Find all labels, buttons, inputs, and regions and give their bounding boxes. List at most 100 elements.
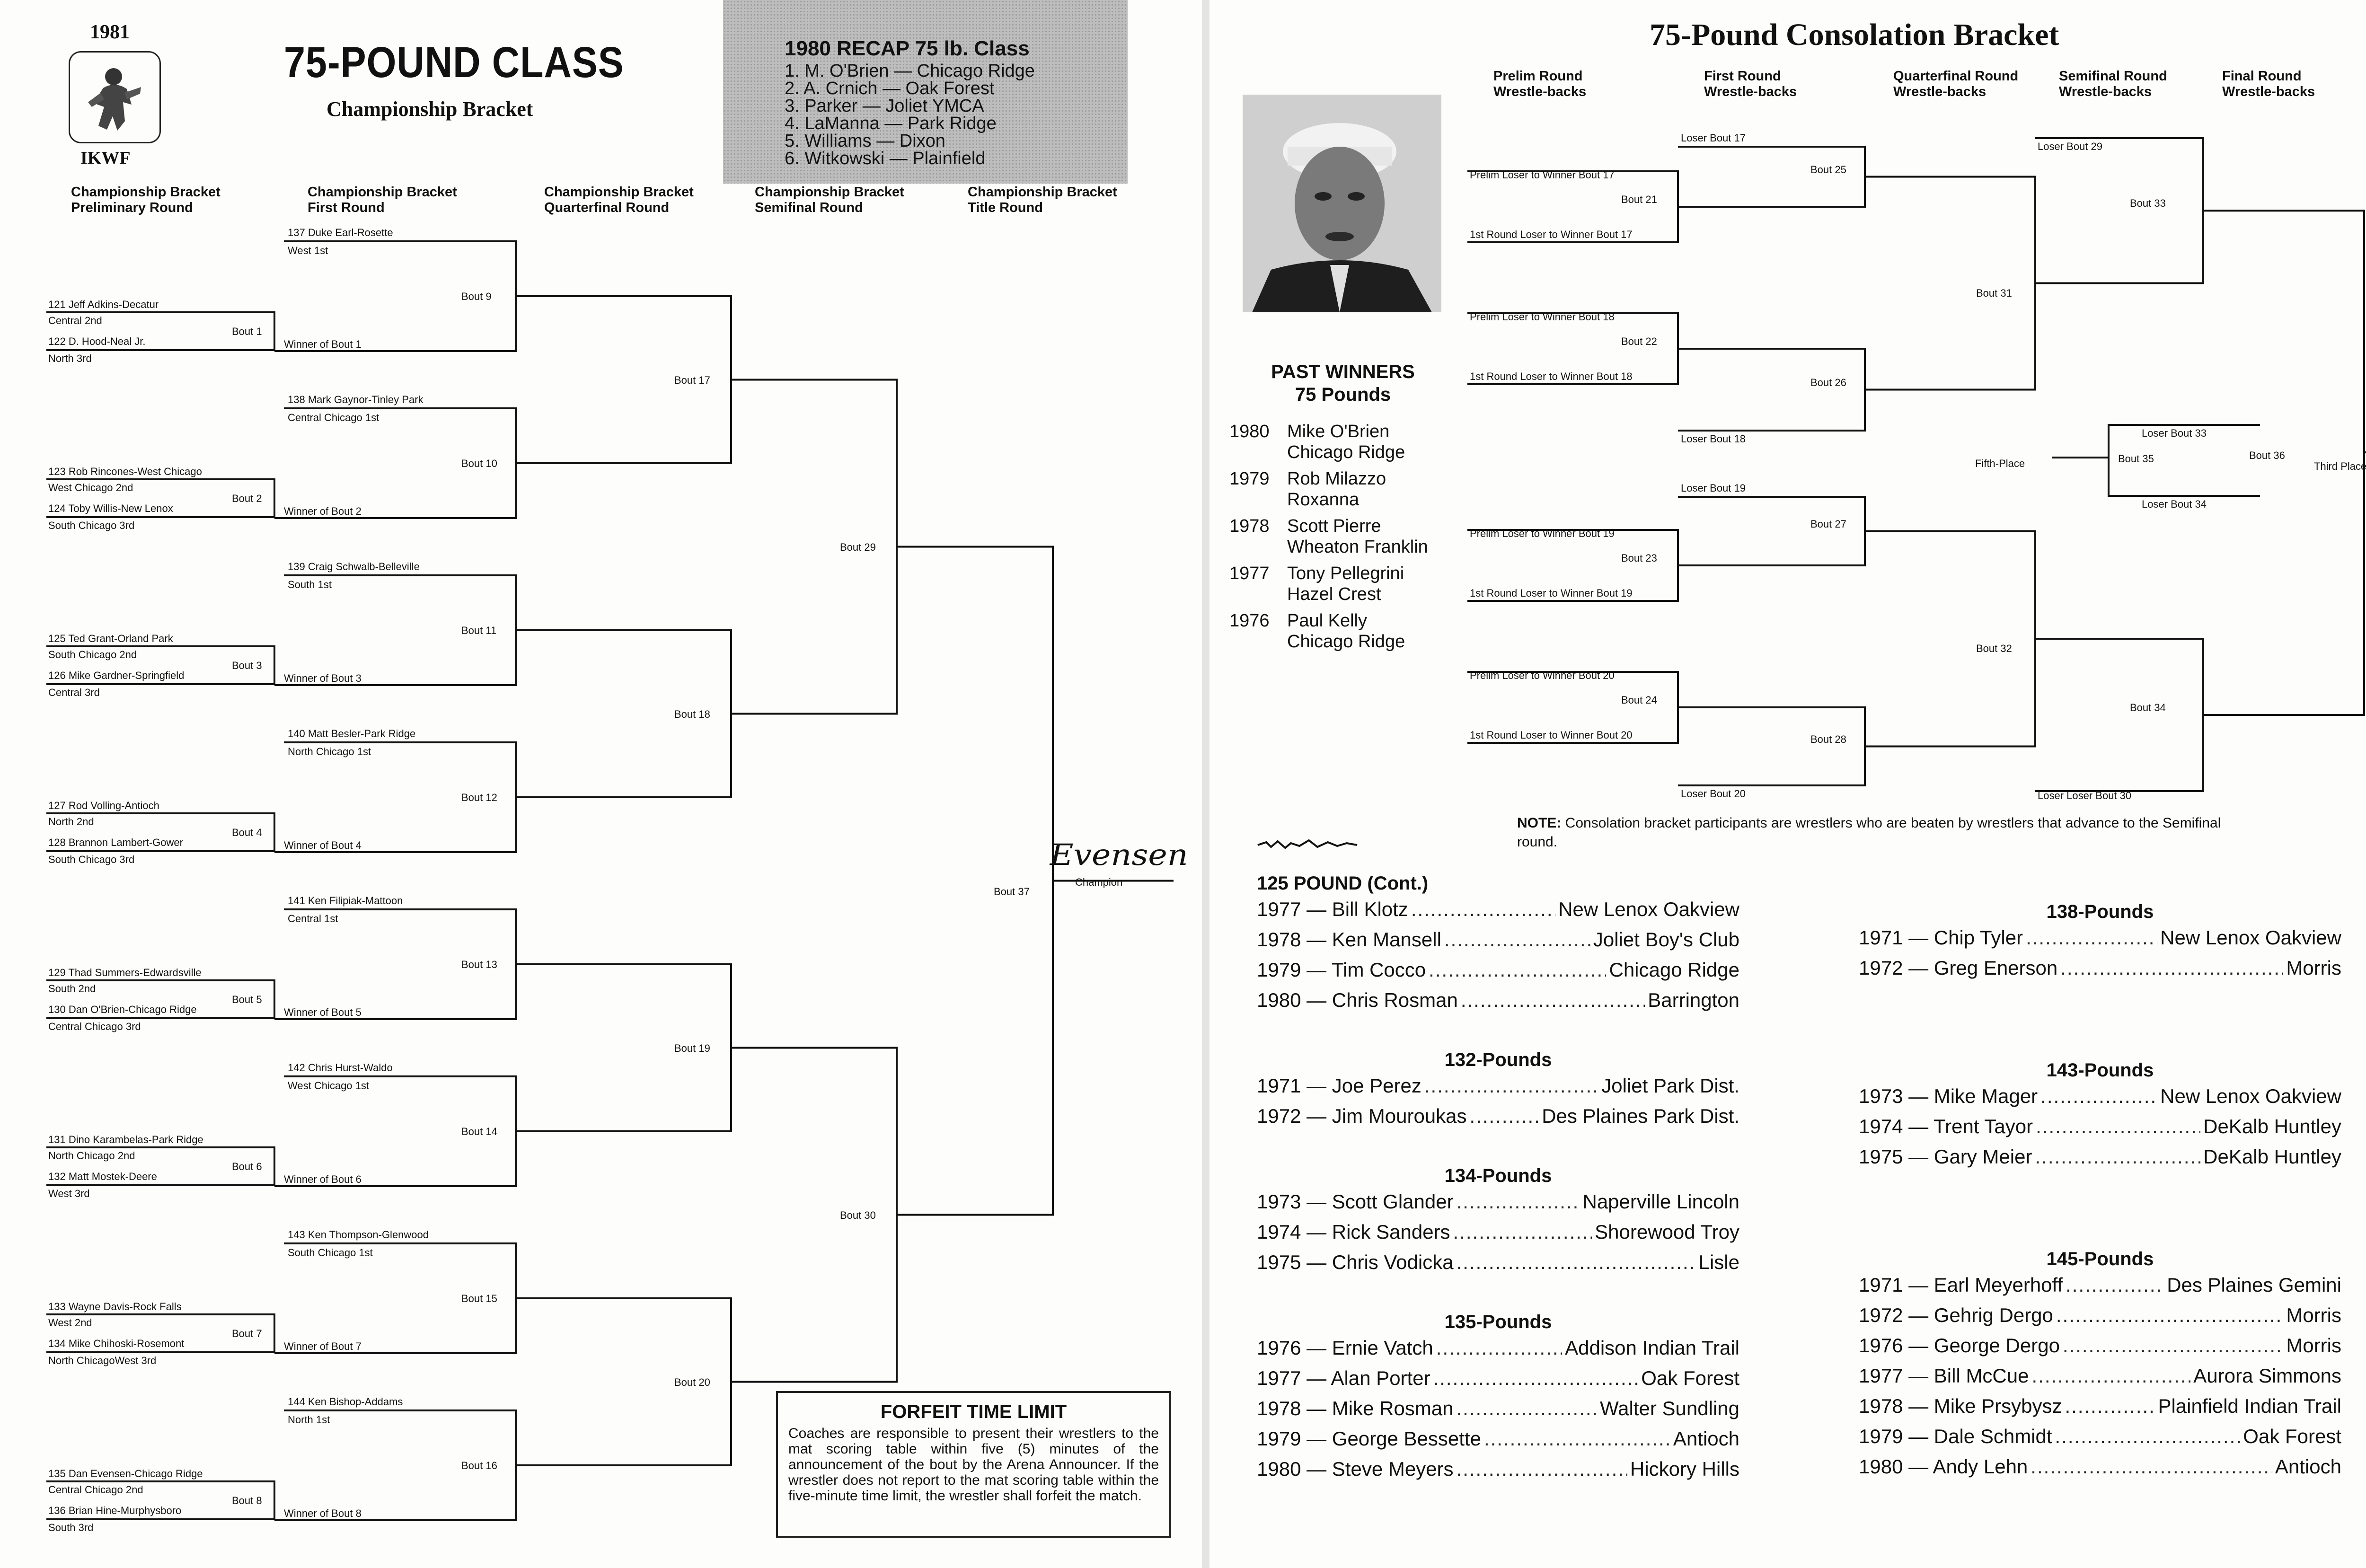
history-entry: 1975 — Gary MeierDeKalb Huntley xyxy=(1859,1145,2341,1168)
history-winner: 1975 — Gary Meier xyxy=(1859,1145,2032,1168)
history-winner: 1975 — Chris Vodicka xyxy=(1257,1251,1454,1273)
consolation-title: 75-Pound Consolation Bracket xyxy=(1650,18,2059,52)
first-round-seed: Central Chicago 1st xyxy=(288,412,380,423)
prelim-seed: South 3rd xyxy=(48,1522,94,1533)
prelim-seed: South Chicago 3rd xyxy=(48,520,135,531)
history-winner: 1971 — Earl Meyerhoff xyxy=(1859,1274,2063,1296)
history-winner: 1972 — Gehrig Dergo xyxy=(1859,1304,2053,1326)
consolation-first-bout: Bout 25 xyxy=(1810,163,1846,176)
consolation-first-bout: Bout 28 xyxy=(1810,733,1846,745)
consolation-loser-slot: Loser Bout 18 xyxy=(1681,433,1746,445)
history-club: Des Plaines Gemini xyxy=(2167,1274,2341,1296)
dot-leader xyxy=(2035,1145,2200,1168)
first-round-wrestler: 142 Chris Hurst-Waldo xyxy=(288,1062,393,1074)
history-winner: 1972 — Greg Enerson xyxy=(1859,957,2058,979)
prelim-seed: North Chicago 2nd xyxy=(48,1150,135,1162)
prelim-seed: Central 3rd xyxy=(48,687,100,698)
history-club: Plainfield Indian Trail xyxy=(2158,1395,2341,1417)
history-section-title: 138-Pounds xyxy=(2046,901,2154,922)
history-winner: 1971 — Joe Perez xyxy=(1257,1075,1421,1097)
history-club: Lisle xyxy=(1698,1251,1739,1273)
prelim-seed: Central Chicago 3rd xyxy=(48,1021,141,1032)
consolation-round-header-line: Final Round xyxy=(2222,69,2302,84)
round-header-line: Quarterfinal Round xyxy=(544,200,670,215)
championship-bracket-page: 1981 IKWF 75-POUND CLASS Championship Br… xyxy=(46,0,1188,1538)
first-round-bout-label: Bout 13 xyxy=(461,959,497,970)
prelim-bout-label: Bout 7 xyxy=(232,1328,262,1339)
prelim-bout-label: Bout 1 xyxy=(232,326,262,337)
forfeit-text: Coaches are responsible to present their… xyxy=(788,1426,1159,1504)
history-winner: 1980 — Chris Rosman xyxy=(1257,989,1458,1011)
past-winner-photo xyxy=(1243,95,1441,312)
prelim-bout-label: Bout 2 xyxy=(232,493,262,504)
dot-leader xyxy=(1457,1190,1580,1213)
consolation-round-header-line: Wrestle-backs xyxy=(2222,84,2315,99)
dot-leader xyxy=(2036,1115,2200,1138)
history-section-title: 145-Pounds xyxy=(2046,1249,2154,1269)
consolation-round-header-line: Wrestle-backs xyxy=(1893,84,1986,99)
recap-entry: 3. Parker — Joliet YMCA xyxy=(785,96,984,116)
dot-leader xyxy=(1457,1458,1627,1480)
history-winner: 1979 — Tim Cocco xyxy=(1257,959,1426,981)
first-round-winner-slot: Winner of Bout 5 xyxy=(284,1006,362,1018)
round-header-line: Championship Bracket xyxy=(968,185,1117,200)
history-winner: 1976 — Ernie Vatch xyxy=(1257,1337,1433,1359)
first-round-seed: West 1st xyxy=(288,245,328,256)
first-round-seed: North 1st xyxy=(288,1414,330,1426)
prelim-wrestler: 135 Dan Evensen-Chicago Ridge xyxy=(48,1468,203,1480)
past-winner-name: Scott Pierre xyxy=(1287,516,1381,536)
third-place-label: Third Place xyxy=(2314,460,2366,473)
dot-leader xyxy=(2040,1085,2157,1108)
prelim-wrestler: 129 Thad Summers-Edwardsville xyxy=(48,967,202,978)
wrestler-photo-icon xyxy=(1243,95,1441,312)
first-round-seed: South 1st xyxy=(288,579,332,590)
prelim-seed: Central 2nd xyxy=(48,315,102,326)
history-club: DeKalb Huntley xyxy=(2203,1115,2341,1137)
wrestler-logo-icon xyxy=(88,68,141,131)
consolation-loser-slot: Loser Bout 19 xyxy=(1681,482,1746,494)
consolation-semifinal-bout: Bout 33 xyxy=(2130,197,2166,210)
consolation-prelim-slot: Prelim Loser to Winner Bout 20 xyxy=(1470,669,1615,681)
forfeit-title: FORFEIT TIME LIMIT xyxy=(880,1401,1067,1422)
fifth-place-slot: Loser Bout 33 xyxy=(2142,427,2207,439)
first-round-seed: North Chicago 1st xyxy=(288,746,371,758)
prelim-wrestler: 132 Matt Mostek-Deere xyxy=(48,1171,157,1182)
note-text: Consolation bracket participants are wre… xyxy=(1517,815,2221,850)
history-winner: 1977 — Alan Porter xyxy=(1257,1367,1430,1389)
dot-leader xyxy=(1457,1397,1598,1420)
consolation-bracket-page: 75-Pound Consolation Bracket Prelim Roun… xyxy=(1209,0,2366,1568)
history-club: Naperville Lincoln xyxy=(1582,1190,1739,1213)
history-entry: 1977 — Bill KlotzNew Lenox Oakview xyxy=(1257,898,1739,921)
first-round-wrestler: 139 Craig Schwalb-Belleville xyxy=(288,561,420,573)
scribble-mark xyxy=(1257,837,1359,851)
dot-leader xyxy=(1433,1367,1639,1390)
prelim-seed: North 3rd xyxy=(48,352,92,364)
past-winner-year: 1977 xyxy=(1229,564,1270,583)
history-section: 125 POUND (Cont.)1977 — Bill KlotzNew Le… xyxy=(1257,873,1739,1012)
consolation-prelim-slot: 1st Round Loser to Winner Bout 18 xyxy=(1470,370,1633,382)
history-winner: 1972 — Jim Mouroukas xyxy=(1257,1105,1467,1127)
dot-leader xyxy=(2063,1334,2283,1357)
consolation-loser-slot: Loser Bout 17 xyxy=(1681,132,1746,144)
history-club: Addison Indian Trail xyxy=(1565,1337,1739,1359)
first-round-wrestler: 137 Duke Earl-Rosette xyxy=(288,227,393,238)
history-entry: 1972 — Gehrig DergoMorris xyxy=(1859,1304,2341,1327)
fifth-place-slot: Loser Bout 34 xyxy=(2142,498,2207,510)
consolation-prelim-bout: Bout 21 xyxy=(1621,194,1657,205)
recap-entry: 6. Witkowski — Plainfield xyxy=(785,149,986,168)
dot-leader xyxy=(1461,989,1645,1012)
consolation-prelim-bout: Bout 24 xyxy=(1621,694,1657,706)
history-club: Joliet Park Dist. xyxy=(1601,1075,1739,1097)
history-section: 145-Pounds 1971 — Earl Meyerhoff Des Plain… xyxy=(1859,1249,2341,1478)
history-entry: 1980 — Steve MeyersHickory Hills xyxy=(1257,1458,1739,1480)
history-winner: 1979 — George Bessette xyxy=(1257,1427,1481,1450)
history-winner: 1977 — Bill Klotz xyxy=(1257,898,1408,920)
